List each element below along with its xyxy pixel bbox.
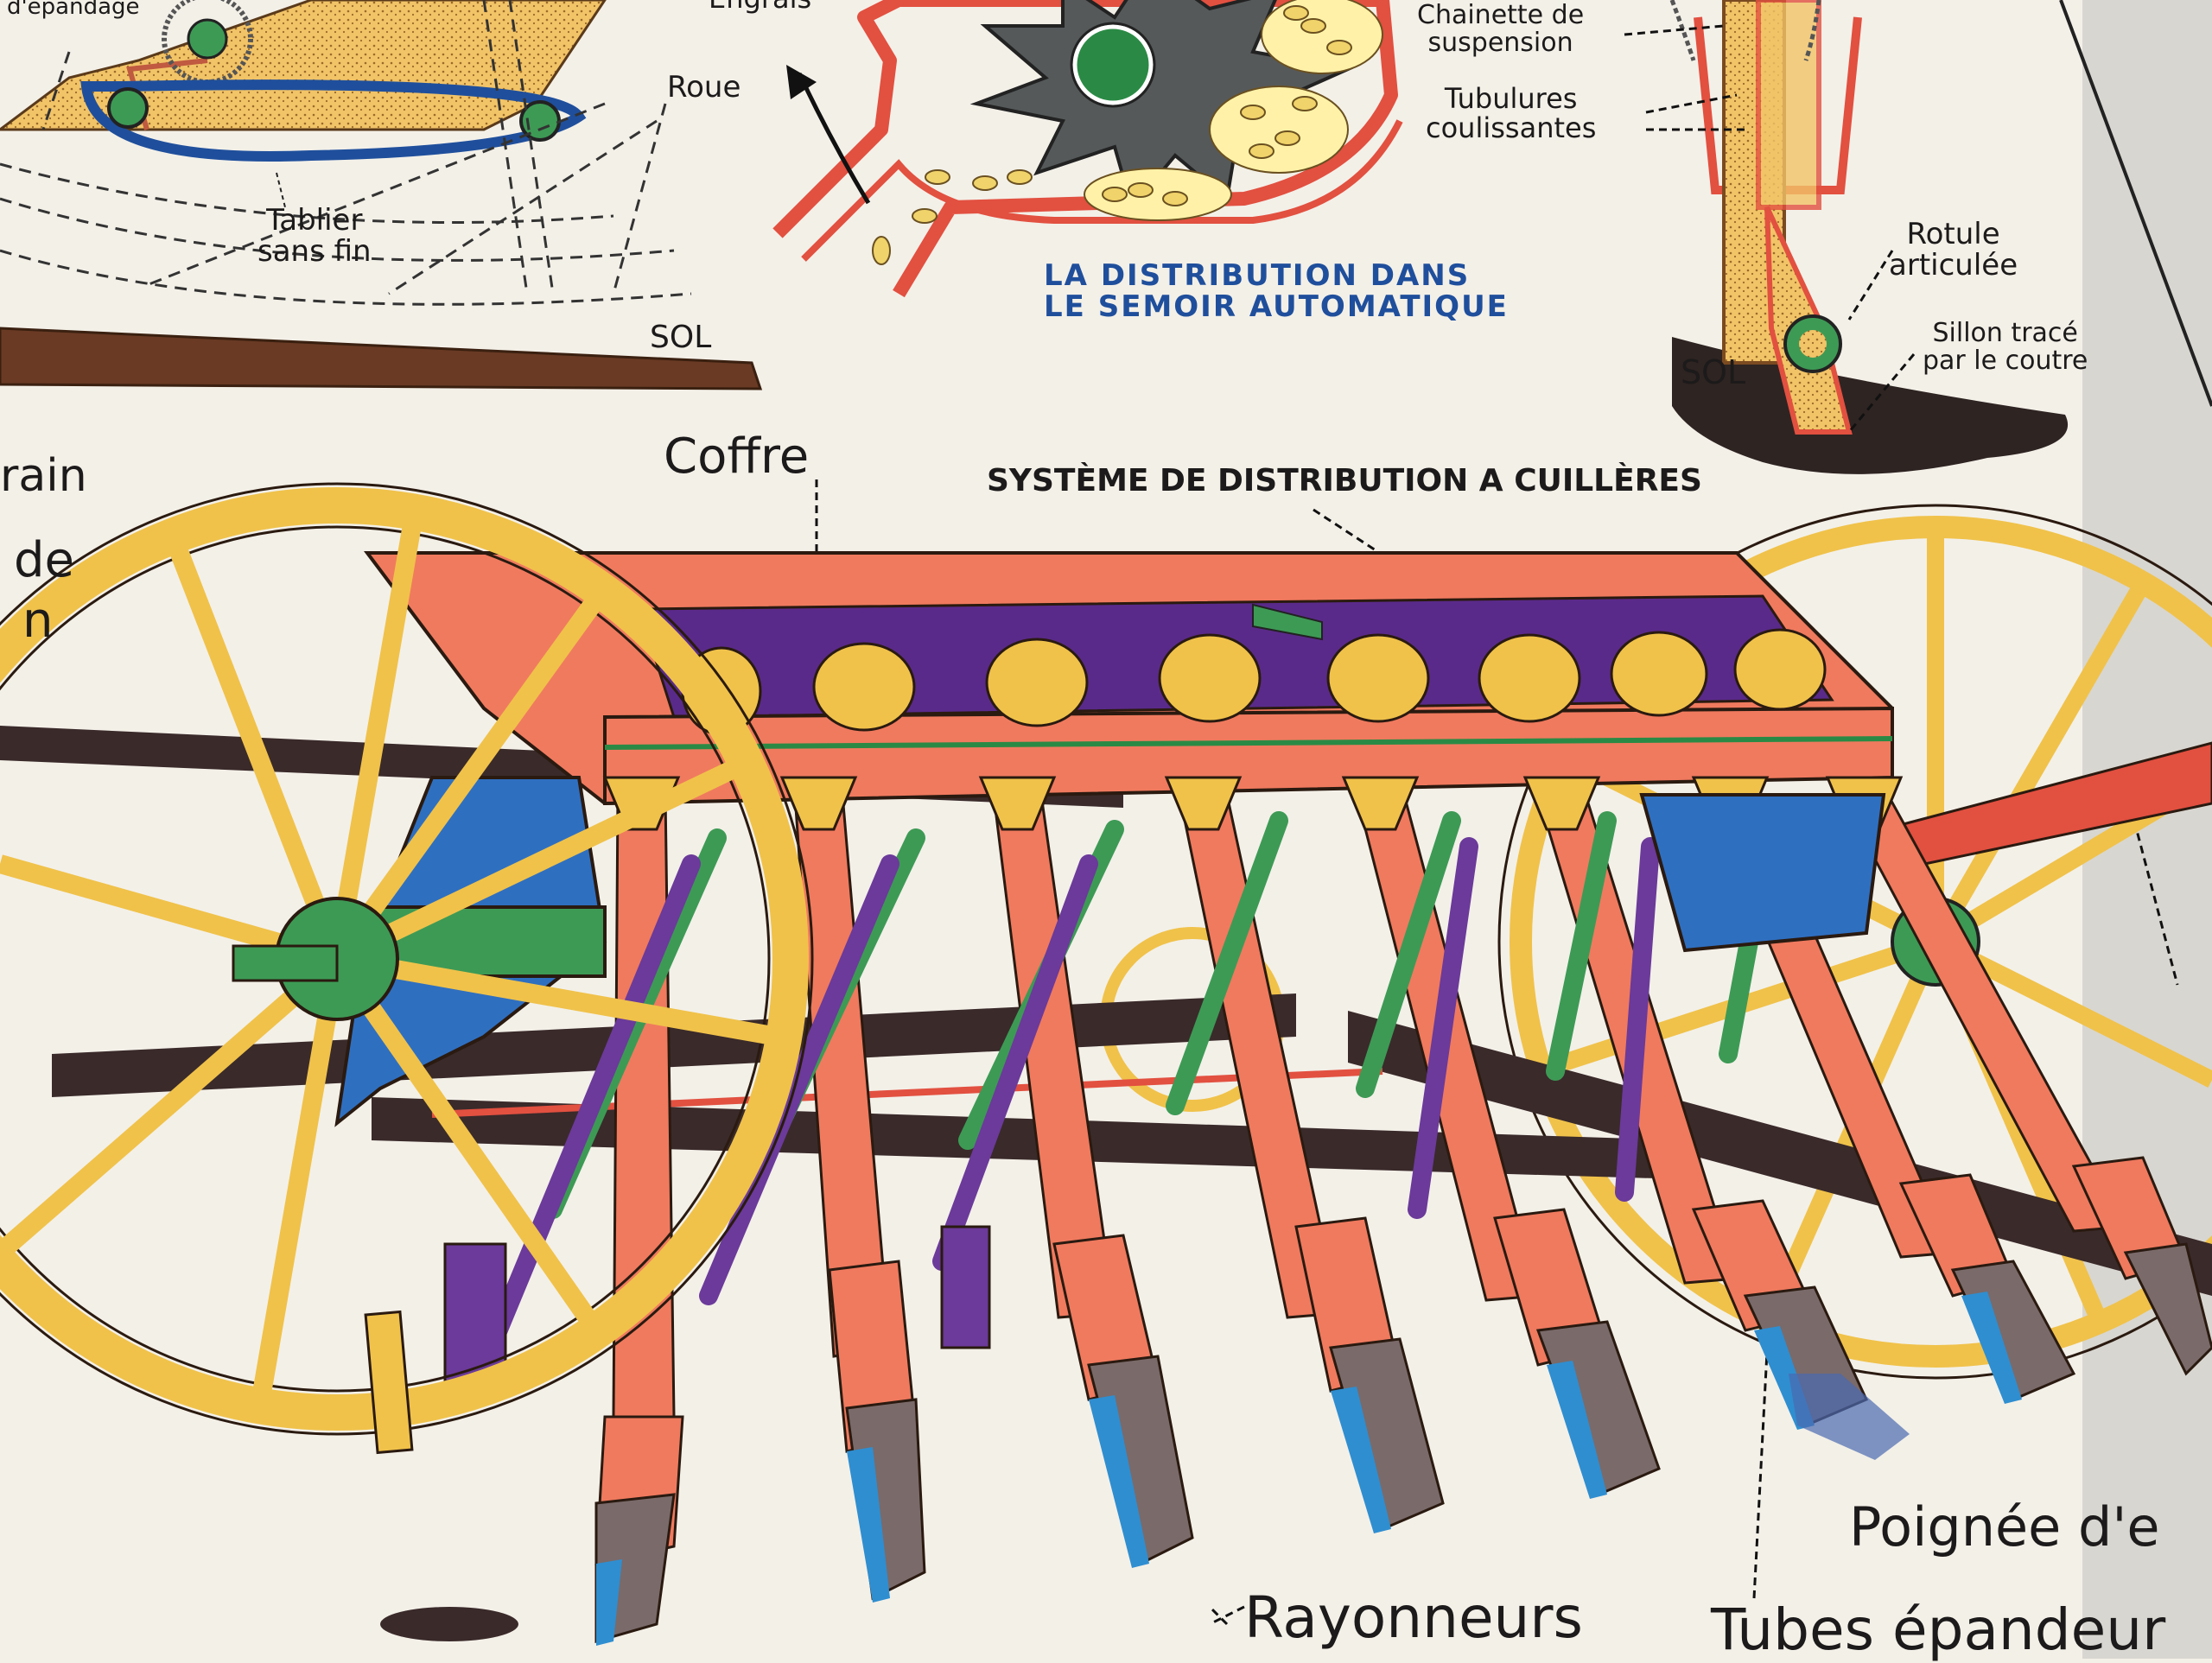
label-engrais: Engrais [709, 0, 811, 14]
label-sillon: Sillon tracé par le coutre [1923, 318, 2088, 376]
seed-drill-main [0, 482, 2212, 1646]
label-coffre: Coffre [664, 428, 810, 485]
wall-edge [2082, 0, 2212, 1659]
label-tubes-epandeurs: Tubes épandeur [1711, 1596, 2166, 1663]
label-tablier: Tablier sans fin [257, 203, 372, 269]
label-roue: Roue [667, 70, 741, 105]
label-rayonneurs: Rayonneurs [1244, 1584, 1583, 1651]
label-distribution-title: LA DISTRIBUTION DANS LE SEMOIR AUTOMATIQ… [1044, 258, 1509, 324]
hopper [364, 551, 1894, 806]
label-tubulures: Tubulures coulissantes [1426, 82, 1597, 144]
label-poignee: Poignée d'e [1849, 1495, 2160, 1558]
label-left-fragment-2: de [14, 532, 74, 588]
label-planche-epandage: Planche d'épandage [7, 0, 140, 21]
label-rotule: Rotule articulée [1889, 217, 2018, 282]
label-chainette: Chainette de suspension [1417, 0, 1585, 58]
label-sol-right: SOL [1681, 353, 1746, 391]
label-left-fragment-3: n [22, 593, 54, 649]
label-systeme: SYSTÈME DE DISTRIBUTION A CUILLÈRES [987, 463, 1702, 498]
seed-tubes [443, 776, 2212, 1646]
automatic-distribution-detail [772, 0, 1403, 298]
left-wheel [0, 482, 814, 1641]
fertilizer-spreader-detail [0, 0, 763, 390]
label-sol-left: SOL [650, 320, 712, 355]
label-left-fragment-1: rain [0, 450, 87, 502]
